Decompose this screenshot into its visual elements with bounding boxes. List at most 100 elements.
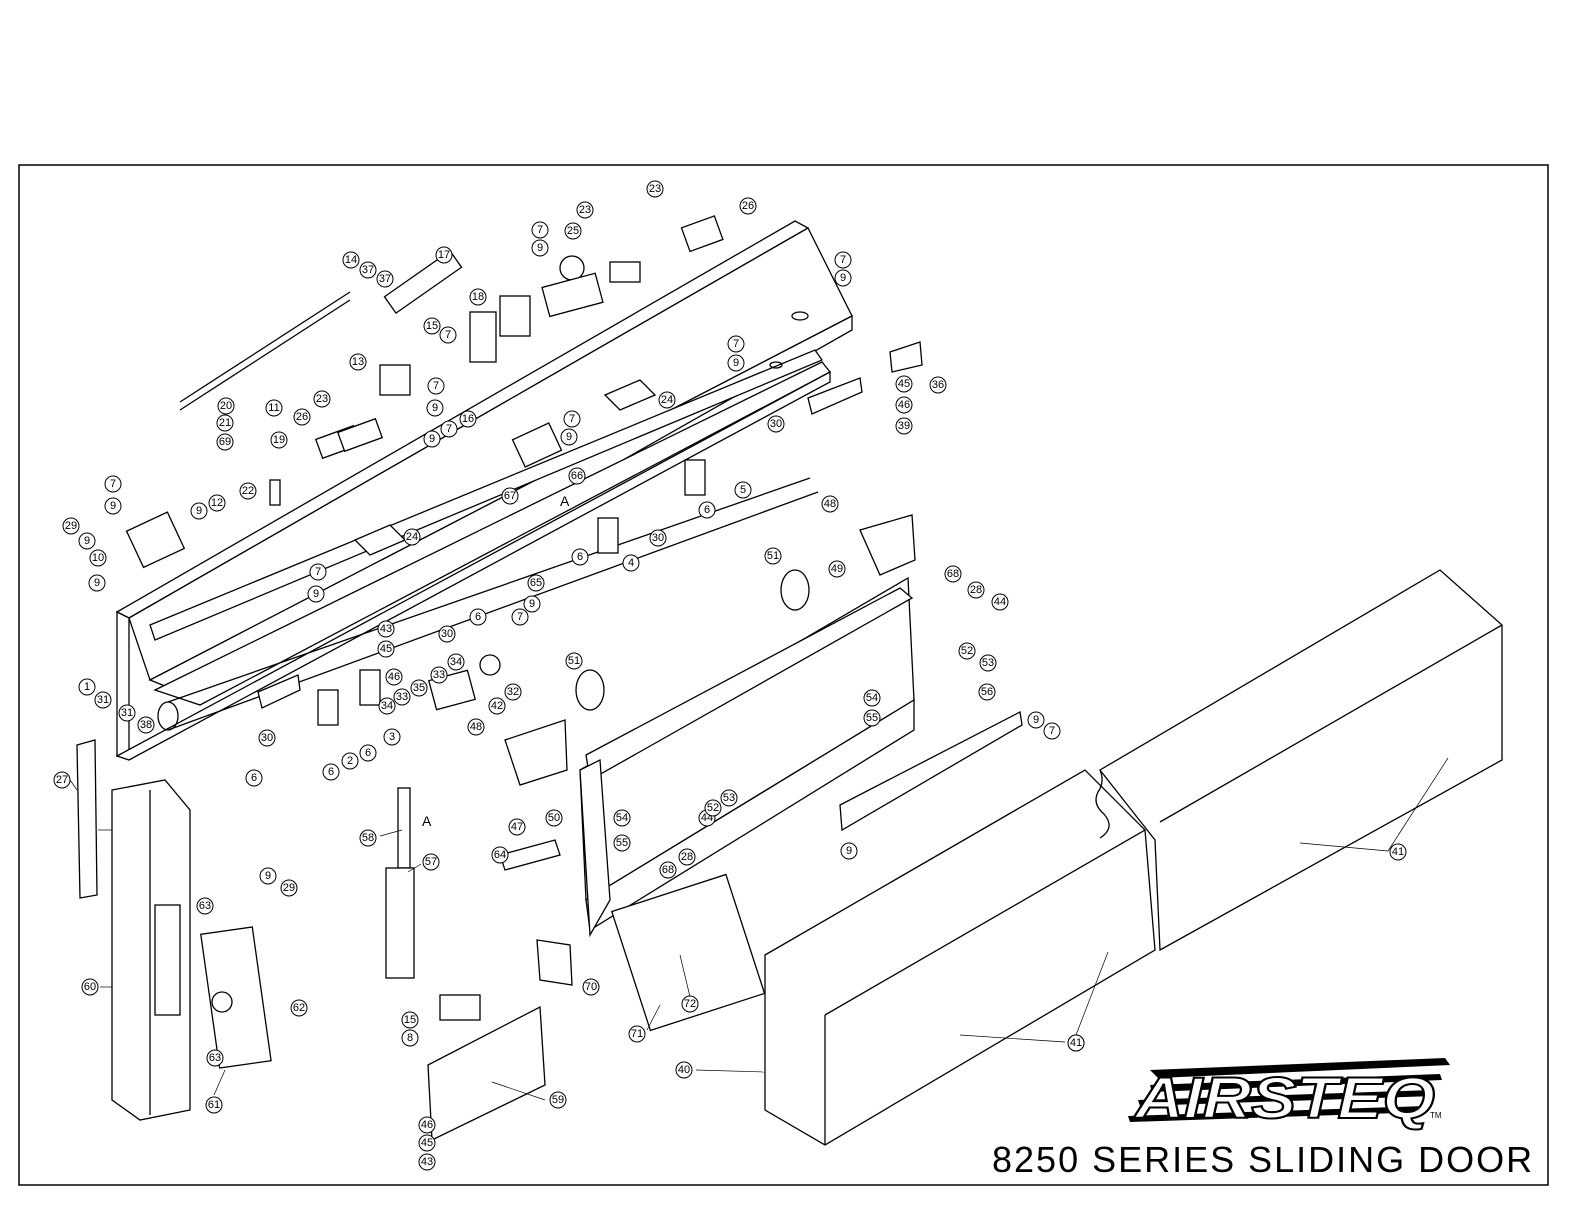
callout-bubble [967,581,985,599]
callout-c7f: 7 [440,420,458,438]
callout-c29a: 29 [62,517,80,535]
leader-lines [69,757,1449,1101]
callout-label: 53 [723,792,735,804]
callout-label: 68 [947,568,959,580]
callout-c18: 18 [469,288,487,306]
callout-label: 63 [199,900,211,912]
callout-label: 46 [421,1119,433,1131]
callout-c22: 22 [239,482,257,500]
callout-c37b: 37 [376,270,394,288]
callout-c64: 64 [491,846,509,864]
callout-label: 6 [328,766,334,778]
callout-label: 66 [571,470,583,482]
drawing-title: 8250 SERIES SLIDING DOOR [992,1139,1534,1180]
callout-label: 70 [585,981,597,993]
callout-label: 33 [433,669,445,681]
callout-label: 2 [347,755,353,767]
callout-c39: 39 [895,417,913,435]
callout-label: 11 [268,402,279,414]
callout-c9d: 9 [426,399,444,417]
callout-c6d: 6 [359,744,377,762]
callout-c9n: 9 [840,842,858,860]
callout-c46b: 46 [385,668,403,686]
callout-bubble [88,574,106,592]
callout-c16: 16 [459,410,477,428]
callout-c53b: 53 [720,789,738,807]
callout-c66: 66 [568,467,586,485]
callout-bubble [137,716,155,734]
callout-bubble [342,251,360,269]
callout-c62: 62 [290,999,308,1017]
callout-bubble [613,809,631,827]
callout-bubble [767,415,785,433]
callout-bubble [545,809,563,827]
callout-bubble [568,467,586,485]
callout-label: 8 [407,1032,413,1044]
callout-bubble [1067,1034,1085,1052]
callout-c61: 61 [205,1096,223,1114]
callout-bubble [53,771,71,789]
callout-c14: 14 [342,251,360,269]
callout-c46a: 46 [895,396,913,414]
callout-bubble [840,842,858,860]
callout-label: 7 [840,254,846,266]
callout-label: 53 [982,657,994,669]
callout-label: 7 [433,380,439,392]
callout-label: 10 [92,552,104,564]
callout-label: 45 [421,1137,433,1149]
callout-c30c: 30 [438,625,456,643]
callout-c7i: 7 [309,563,327,581]
callout-c58: 58 [359,829,377,847]
callout-label: 55 [616,837,628,849]
callout-bubble [313,390,331,408]
callout-label: 5 [740,484,746,496]
callout-bubble [216,433,234,451]
callout-bubble [438,625,456,643]
lock-rod [385,787,546,1142]
callout-label: 30 [770,418,782,430]
callout-label: 13 [352,356,364,368]
callout-c29b: 29 [280,879,298,897]
callout-label: 49 [831,563,843,575]
callout-bubble [467,718,485,736]
callout-bubble [469,608,487,626]
callout-bubble [270,431,288,449]
callout-bubble [549,1091,567,1109]
callout-bubble [531,239,549,257]
callout-c47: 47 [508,818,526,836]
callout-bubble [118,704,136,722]
callout-c9h: 9 [190,502,208,520]
callout-c9o: 9 [259,867,277,885]
callout-c48b: 48 [467,718,485,736]
callout-bubble [206,1049,224,1067]
callout-label: 18 [472,291,484,303]
callout-label: 68 [662,864,674,876]
callout-label: 1 [84,681,90,693]
callout-label: 9 [196,505,202,517]
callout-c4: 4 [622,554,640,572]
callout-bubble [895,396,913,414]
callout-c9l: 9 [523,595,541,613]
callout-bubble [508,818,526,836]
callout-c7h: 7 [104,475,122,493]
callout-bubble [622,554,640,572]
callout-c2: 2 [341,752,359,770]
callout-label: 51 [767,550,779,562]
callout-c51b: 51 [565,652,583,670]
callout-bubble [734,481,752,499]
callout-label: 31 [97,694,109,706]
callout-label: 51 [568,655,580,667]
callout-bubble [1389,843,1407,861]
callout-label: 9 [432,402,438,414]
callout-c9g: 9 [104,497,122,515]
callout-bubble [349,353,367,371]
callout-c33a: 33 [430,666,448,684]
callout-c57: 57 [422,853,440,871]
callout-label: 45 [898,378,910,390]
callout-label: 58 [362,832,374,844]
callout-bubble [309,563,327,581]
callout-label: 26 [296,411,308,423]
callout-c32: 32 [504,683,522,701]
callout-c55a: 55 [863,709,881,727]
callout-c30a: 30 [767,415,785,433]
